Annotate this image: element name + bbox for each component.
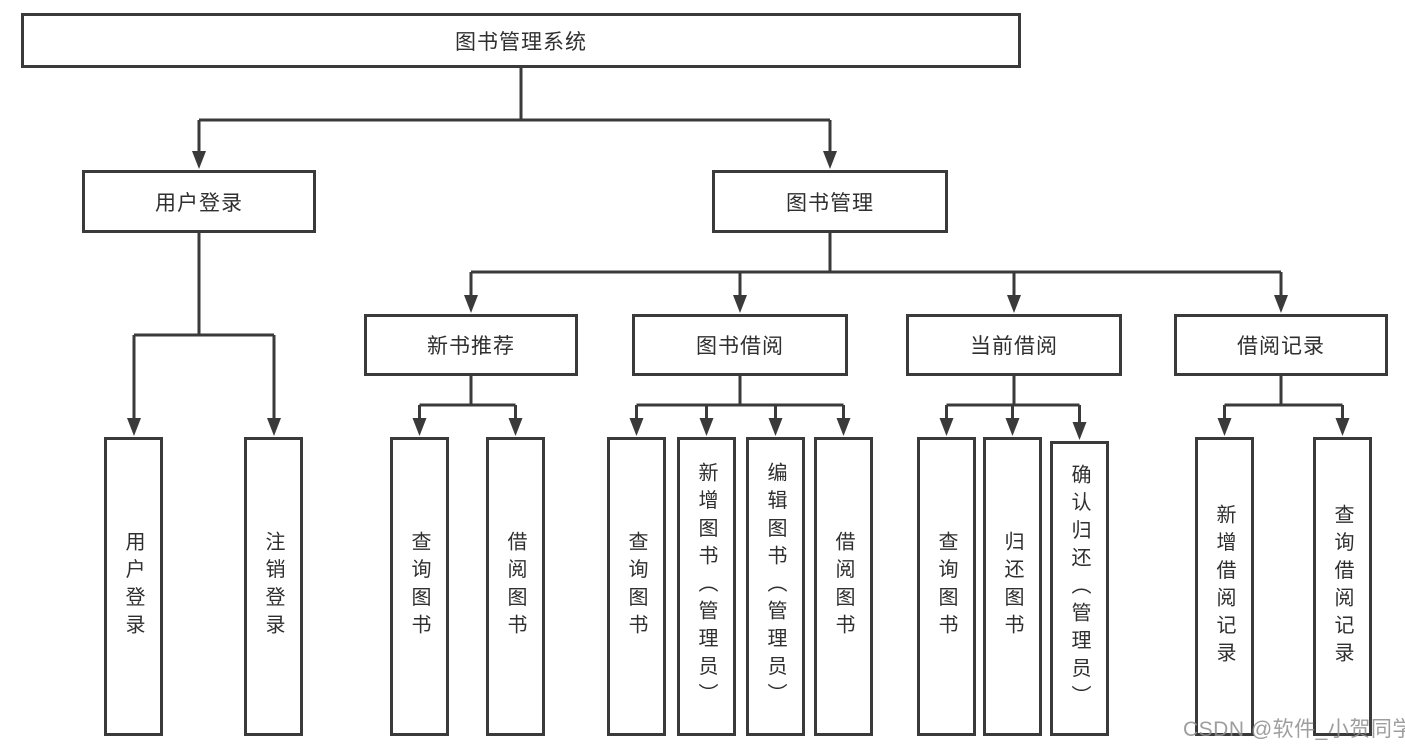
leaf-borrow-books-newrec: 借阅图书 xyxy=(486,437,545,736)
node-user-login-label: 用户登录 xyxy=(155,191,243,215)
arrowhead-leaf-return-books xyxy=(1005,418,1020,436)
leaf-return-books: 归还图书 xyxy=(983,437,1042,736)
leaf-confirm-return-admin: 确认归还（管理员） xyxy=(1050,441,1109,736)
connector-new-book-rec-to-leaves xyxy=(418,376,517,419)
arrowhead-book-borrow xyxy=(733,295,747,313)
arrowhead-user-login xyxy=(192,151,206,169)
leaf-add-books-admin: 新增图书（管理员） xyxy=(677,437,736,736)
arrowhead-leaf-query-borrow-record xyxy=(1335,418,1350,436)
leaf-add-books-admin-label: 新增图书（管理员） xyxy=(695,462,717,711)
leaf-add-borrow-record-label: 新增借阅记录 xyxy=(1213,503,1235,670)
connector-user-login-to-leaves xyxy=(132,233,276,419)
arrowhead-leaf-confirm-return xyxy=(1072,422,1087,440)
arrowhead-leaf-query-books-3 xyxy=(939,418,954,436)
arrowhead-leaf-add-books xyxy=(699,418,714,436)
arrowhead-leaf-query-books-2 xyxy=(629,418,644,436)
node-current-borrow: 当前借阅 xyxy=(906,314,1122,376)
leaf-query-books-borrow-label: 查询图书 xyxy=(625,531,647,642)
node-book-borrow-label: 图书借阅 xyxy=(696,335,784,358)
leaf-query-books-current: 查询图书 xyxy=(917,437,976,736)
csdn-watermark: CSDN @软件_小贺同学 xyxy=(1183,718,1405,741)
node-borrow-records-label: 借阅记录 xyxy=(1237,335,1325,358)
connector-borrow-records-to-leaves xyxy=(1223,376,1344,419)
node-new-book-rec: 新书推荐 xyxy=(364,314,578,376)
node-new-book-rec-label: 新书推荐 xyxy=(427,335,515,358)
arrowhead-leaf-query-books-1 xyxy=(412,418,427,436)
arrowhead-borrow-records xyxy=(1274,295,1288,313)
leaf-logout: 注销登录 xyxy=(244,437,303,736)
connector-book-borrow-to-leaves xyxy=(635,376,845,419)
leaf-query-borrow-record-label: 查询借阅记录 xyxy=(1331,503,1353,670)
leaf-return-books-label: 归还图书 xyxy=(1001,531,1023,642)
leaf-query-borrow-record: 查询借阅记录 xyxy=(1313,437,1372,736)
leaf-query-books-current-label: 查询图书 xyxy=(935,531,957,642)
leaf-query-books-newrec-label: 查询图书 xyxy=(408,531,430,642)
node-borrow-records: 借阅记录 xyxy=(1174,314,1388,376)
leaf-borrow-books-borrow: 借阅图书 xyxy=(814,437,873,736)
node-current-borrow-label: 当前借阅 xyxy=(970,335,1058,358)
node-book-mgmt-label: 图书管理 xyxy=(786,191,874,215)
leaf-edit-books-admin: 编辑图书（管理员） xyxy=(746,437,805,736)
arrowhead-current-borrow xyxy=(1007,295,1021,313)
leaf-confirm-return-admin-label: 确认归还（管理员） xyxy=(1068,464,1090,713)
arrowhead-leaf-logout xyxy=(267,418,281,436)
leaf-borrow-books-newrec-label: 借阅图书 xyxy=(504,531,526,642)
leaf-query-books-borrow: 查询图书 xyxy=(607,437,666,736)
leaf-user-login-label: 用户登录 xyxy=(122,531,144,642)
arrowhead-leaf-add-borrow-record xyxy=(1217,418,1232,436)
node-user-login: 用户登录 xyxy=(82,170,316,233)
connector-book-mgmt-to-level3 xyxy=(469,233,1283,296)
arrowhead-leaf-borrow-books-1 xyxy=(508,418,523,436)
arrowhead-book-mgmt xyxy=(823,151,837,169)
node-book-mgmt: 图书管理 xyxy=(712,170,948,233)
arrowhead-new-book-rec xyxy=(464,295,478,313)
arrowhead-leaf-edit-books xyxy=(768,418,783,436)
leaf-query-books-newrec: 查询图书 xyxy=(390,437,449,736)
node-book-borrow: 图书借阅 xyxy=(632,314,848,376)
connector-root-to-level2 xyxy=(197,68,832,152)
leaf-logout-label: 注销登录 xyxy=(262,531,284,642)
node-root: 图书管理系统 xyxy=(21,13,1021,68)
node-root-label: 图书管理系统 xyxy=(455,30,587,54)
leaf-borrow-books-borrow-label: 借阅图书 xyxy=(832,531,854,642)
connector-current-borrow-to-leaves xyxy=(945,376,1081,423)
leaf-add-borrow-record: 新增借阅记录 xyxy=(1195,437,1254,736)
arrowhead-leaf-user-login xyxy=(127,418,141,436)
arrowhead-leaf-borrow-books-2 xyxy=(836,418,851,436)
leaf-edit-books-admin-label: 编辑图书（管理员） xyxy=(764,462,786,711)
leaf-user-login: 用户登录 xyxy=(104,437,163,736)
